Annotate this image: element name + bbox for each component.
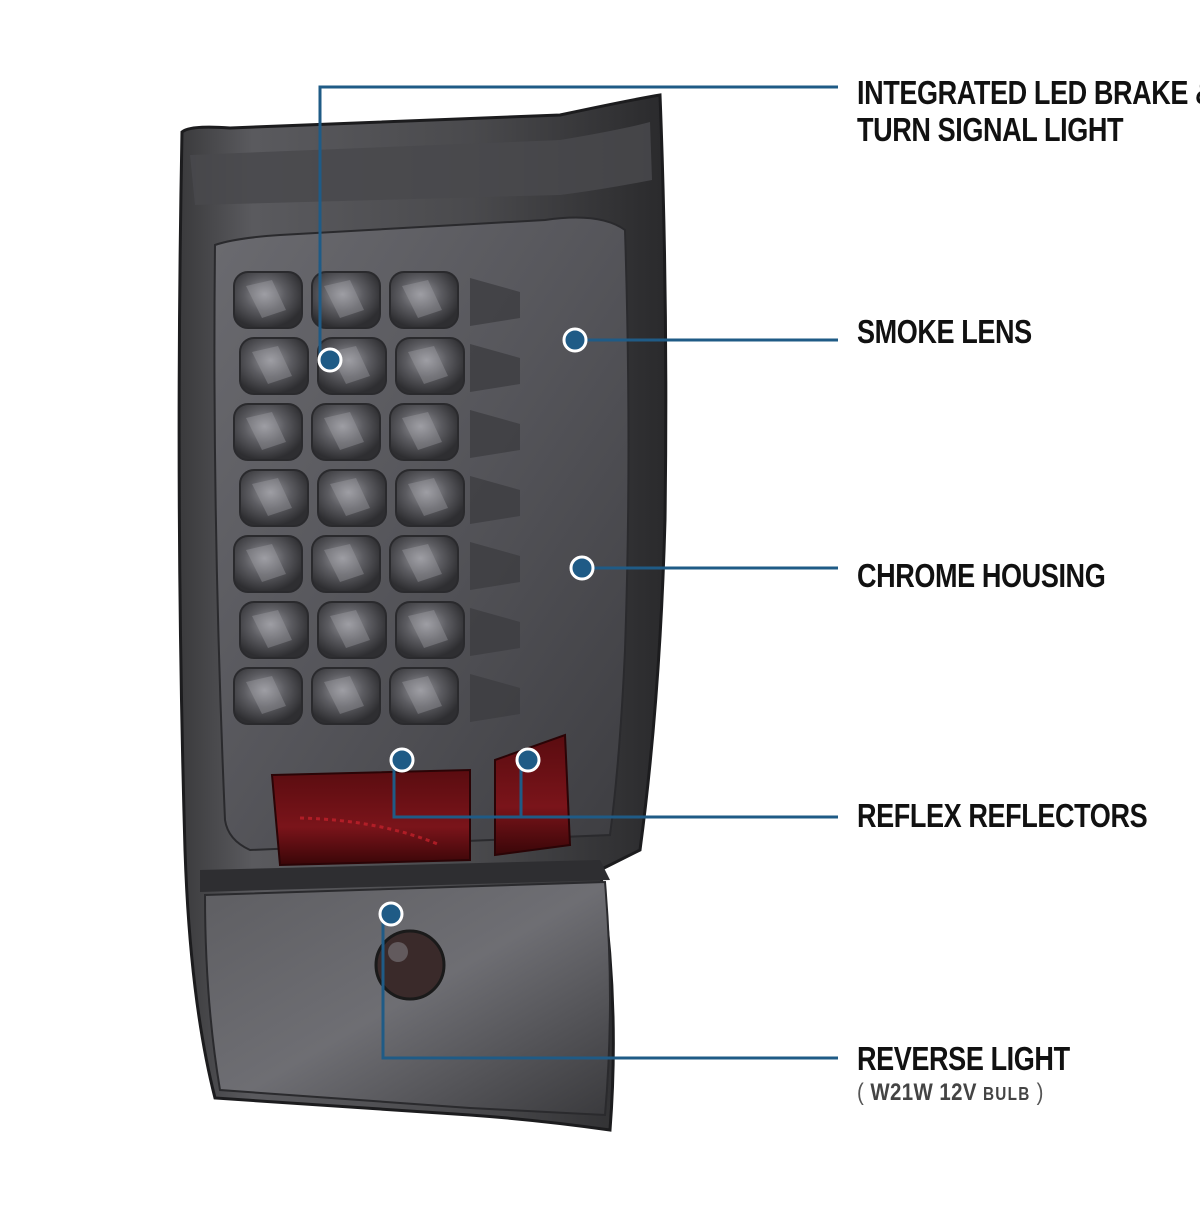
lens-fin [470, 344, 520, 392]
led-highlight [330, 610, 370, 648]
led-reflector-cup [239, 337, 309, 395]
led-highlight [252, 346, 292, 384]
led-highlight [252, 478, 292, 516]
bulb-spec-voltage: 12V [939, 1079, 977, 1106]
bulb-spec-paren-open: ( [857, 1079, 865, 1106]
led-reflector-cup [311, 535, 381, 593]
led-cell [233, 271, 303, 329]
callout-dots [317, 327, 595, 927]
led-highlight [324, 280, 364, 318]
led-reflector-cup [239, 601, 309, 659]
led-reflector-cup [311, 403, 381, 461]
lens-fin [470, 608, 520, 656]
led-cell [317, 601, 387, 659]
led-cell [395, 337, 465, 395]
callout-dot-reflex-right [515, 747, 541, 773]
led-highlight [402, 676, 442, 714]
led-reflector-cup [395, 337, 465, 395]
led-highlight [408, 346, 448, 384]
bulb-spec-word: BULB [982, 1084, 1031, 1104]
led-reflector-cup [233, 667, 303, 725]
callout-dot-reverse [378, 901, 404, 927]
led-cell [317, 469, 387, 527]
callout-dot-reflex-left [389, 747, 415, 773]
label-reverse-light: REVERSE LIGHT [857, 1040, 1070, 1077]
led-highlight [324, 412, 364, 450]
housing-divider [200, 860, 610, 892]
led-reflector-cup [239, 469, 309, 527]
led-cell [233, 667, 303, 725]
led-cell [311, 667, 381, 725]
led-reflector-cup [233, 535, 303, 593]
bulb-spec-model: W21W [870, 1079, 934, 1106]
callout-dot-integrated [317, 347, 343, 373]
callout-dot-chrome [569, 555, 595, 581]
led-highlight [252, 610, 292, 648]
led-cell [233, 535, 303, 593]
reflex-reflector-right [494, 733, 572, 857]
label-integrated-line2: TURN SIGNAL LIGHT [857, 111, 1124, 148]
led-highlight [408, 478, 448, 516]
led-highlight [402, 280, 442, 318]
led-reflector-cup [311, 667, 381, 725]
led-cell [389, 667, 459, 725]
led-highlight [402, 544, 442, 582]
led-cell [311, 535, 381, 593]
bulb-spec-paren-close: ) [1036, 1079, 1044, 1106]
led-reflector-cup [389, 403, 459, 461]
led-highlight [246, 412, 286, 450]
led-highlight [246, 676, 286, 714]
led-highlight [402, 412, 442, 450]
callout-dot-smoke [562, 327, 588, 353]
led-cell [239, 337, 309, 395]
led-cell [311, 403, 381, 461]
lens-fin [470, 410, 520, 458]
lens-fin [470, 278, 520, 326]
led-reflector-cup [317, 601, 387, 659]
reflector-led-strip [299, 816, 441, 847]
led-highlight [330, 478, 370, 516]
led-highlight [324, 544, 364, 582]
led-cell [389, 271, 459, 329]
led-reflector-cup [395, 469, 465, 527]
led-cell [239, 469, 309, 527]
lens-fin [470, 542, 520, 590]
led-cell [395, 469, 465, 527]
led-reflector-cup [317, 469, 387, 527]
led-cell [389, 535, 459, 593]
reverse-bulb [374, 929, 446, 1001]
label-chrome-housing: CHROME HOUSING [857, 557, 1106, 594]
callout-line-reverse [381, 914, 838, 1060]
reverse-bulb-spec: ( W21W 12V BULB ) [857, 1079, 1044, 1108]
lens-fin [470, 674, 520, 722]
led-reflector-cup [311, 271, 381, 329]
led-cell [395, 601, 465, 659]
led-reflector-cup [395, 601, 465, 659]
led-highlight [324, 676, 364, 714]
led-cell [233, 403, 303, 461]
label-smoke-lens: SMOKE LENS [857, 313, 1032, 350]
led-reflector-cup [389, 667, 459, 725]
led-cluster [233, 271, 520, 725]
led-reflector-cup [389, 271, 459, 329]
led-cell [311, 271, 381, 329]
led-cell [239, 601, 309, 659]
label-integrated-led: INTEGRATED LED BRAKE & TURN SIGNAL LIGHT [857, 74, 1200, 148]
reverse-bulb-glare [388, 942, 408, 962]
led-reflector-cup [389, 535, 459, 593]
led-highlight [246, 544, 286, 582]
label-integrated-line1: INTEGRATED LED BRAKE & [857, 74, 1200, 111]
led-reflector-cup [233, 403, 303, 461]
led-highlight [246, 280, 286, 318]
callout-line-reflex [392, 760, 838, 819]
label-reflex-reflectors: REFLEX REFLECTORS [857, 797, 1148, 834]
housing-top-band [190, 122, 652, 205]
led-reflector-cup [233, 271, 303, 329]
lens-fin [470, 476, 520, 524]
led-cell [389, 403, 459, 461]
led-highlight [408, 610, 448, 648]
